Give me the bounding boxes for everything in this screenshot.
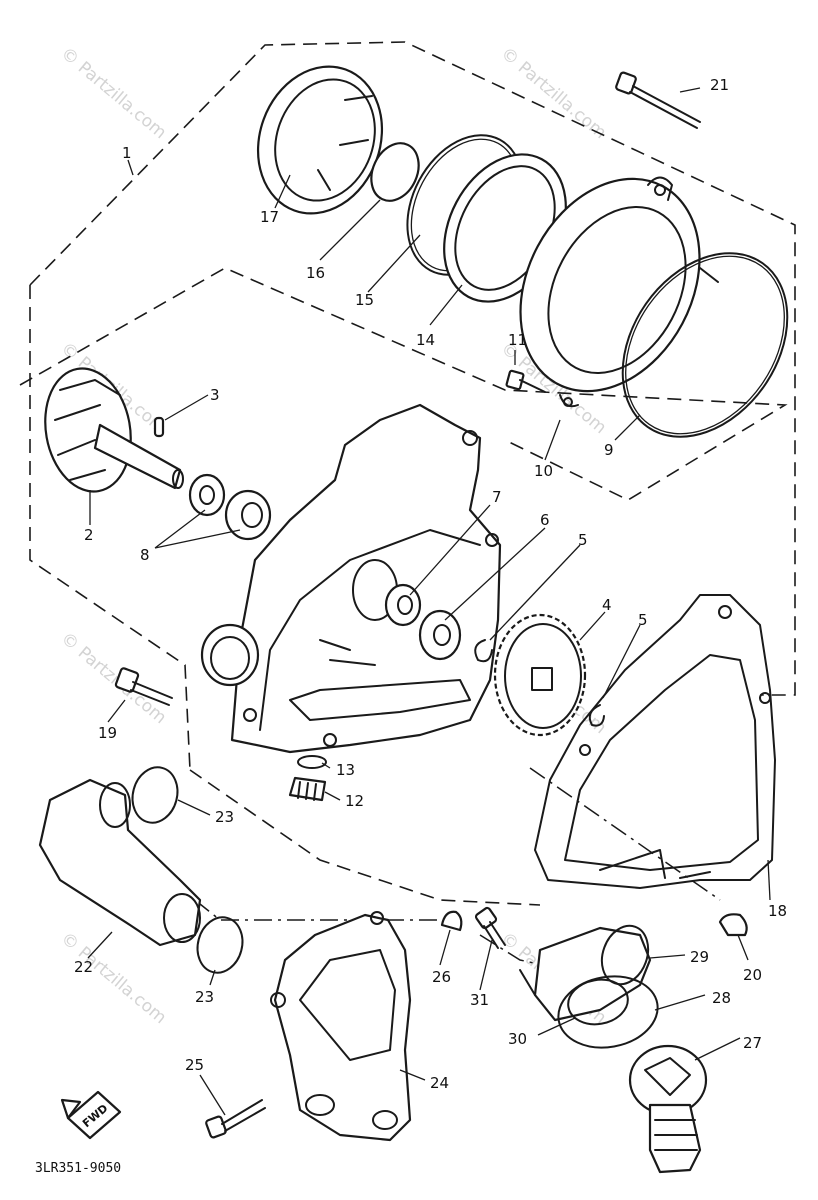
- outer-assembly-outline: [29, 41, 796, 696]
- label-9: 9: [604, 441, 614, 459]
- label-28: 28: [712, 989, 731, 1007]
- part-31-bolt: [474, 906, 506, 949]
- part-9-gasket: [621, 252, 789, 438]
- part-25-bolt: [205, 1099, 266, 1139]
- label-31: 31: [470, 991, 489, 1009]
- label-24: 24: [430, 1074, 449, 1092]
- leader-lines: [87, 87, 771, 1116]
- label-11: 11: [508, 331, 527, 349]
- center-line: [479, 934, 591, 976]
- part-18-gasket: [534, 594, 776, 889]
- label-3: 3: [210, 386, 220, 404]
- label-27: 27: [743, 1034, 762, 1052]
- label-25: 25: [185, 1056, 204, 1074]
- part-13-washer: [297, 755, 327, 769]
- watermark: © Partzilla.com: [57, 44, 170, 144]
- part-2-impeller: [44, 367, 184, 493]
- part-19-bolt: [114, 667, 173, 706]
- label-15: 15: [355, 291, 374, 309]
- label-4: 4: [602, 596, 612, 614]
- part-22-pipe: [38, 778, 202, 947]
- part-4-gear: [493, 613, 587, 737]
- label-18: 18: [768, 902, 787, 920]
- center-line: [529, 767, 721, 901]
- part-29-elbow: [519, 924, 652, 1022]
- part-28-o-ring: [557, 975, 659, 1049]
- part-7-bearing: [384, 583, 422, 627]
- label-14: 14: [416, 331, 435, 349]
- part-21-bolt: [615, 71, 701, 129]
- diagram-code: 3LR351-9050: [35, 1161, 121, 1176]
- part-23-o-ring: [131, 766, 179, 824]
- lower-assembly-outline: [189, 769, 541, 906]
- part-16-disc: [370, 142, 420, 202]
- label-8: 8: [140, 546, 150, 564]
- outer-assembly-outline-left: [29, 285, 191, 771]
- part-23-o-ring-2: [196, 916, 244, 974]
- label-13: 13: [336, 761, 355, 779]
- label-29: 29: [690, 948, 709, 966]
- part-5-clip: [474, 639, 493, 663]
- label-16: 16: [306, 264, 325, 282]
- part-20-cap: [718, 913, 748, 937]
- part-30-ring: [567, 978, 629, 1026]
- forward-arrow-icon: FWD: [60, 1090, 122, 1140]
- center-line: [194, 899, 445, 921]
- label-2: 2: [84, 526, 94, 544]
- pump-body: [200, 403, 502, 754]
- label-23b: 23: [195, 988, 214, 1006]
- label-17: 17: [260, 208, 279, 226]
- label-26: 26: [432, 968, 451, 986]
- part-8-seals: [188, 473, 272, 541]
- label-5b: 5: [638, 611, 648, 629]
- part-6-bearing: [418, 609, 462, 661]
- part-3-pin: [153, 416, 165, 438]
- part-27-thermostat: [628, 1044, 708, 1174]
- label-21: 21: [710, 76, 729, 94]
- label-20: 20: [743, 966, 762, 984]
- label-7: 7: [492, 488, 502, 506]
- label-5: 5: [578, 531, 588, 549]
- label-6: 6: [540, 511, 550, 529]
- part-12-bolt: [288, 776, 327, 802]
- label-22: 22: [74, 958, 93, 976]
- label-1: 1: [122, 144, 132, 162]
- label-23: 23: [215, 808, 234, 826]
- part-10-housing: [519, 176, 719, 408]
- label-10: 10: [534, 462, 553, 480]
- label-12: 12: [345, 792, 364, 810]
- part-24-housing: [270, 911, 412, 1142]
- part-labels: 1 2 3 4 5 5 6 7 8 9 10 11 12 13 14 15 16…: [74, 76, 787, 1092]
- part-17-cover: [256, 65, 384, 215]
- part-26-cap: [440, 910, 463, 932]
- part-11-bolt: [505, 369, 546, 393]
- watermark: © Partzilla.com: [57, 929, 170, 1029]
- label-30: 30: [508, 1030, 527, 1048]
- label-19: 19: [98, 724, 117, 742]
